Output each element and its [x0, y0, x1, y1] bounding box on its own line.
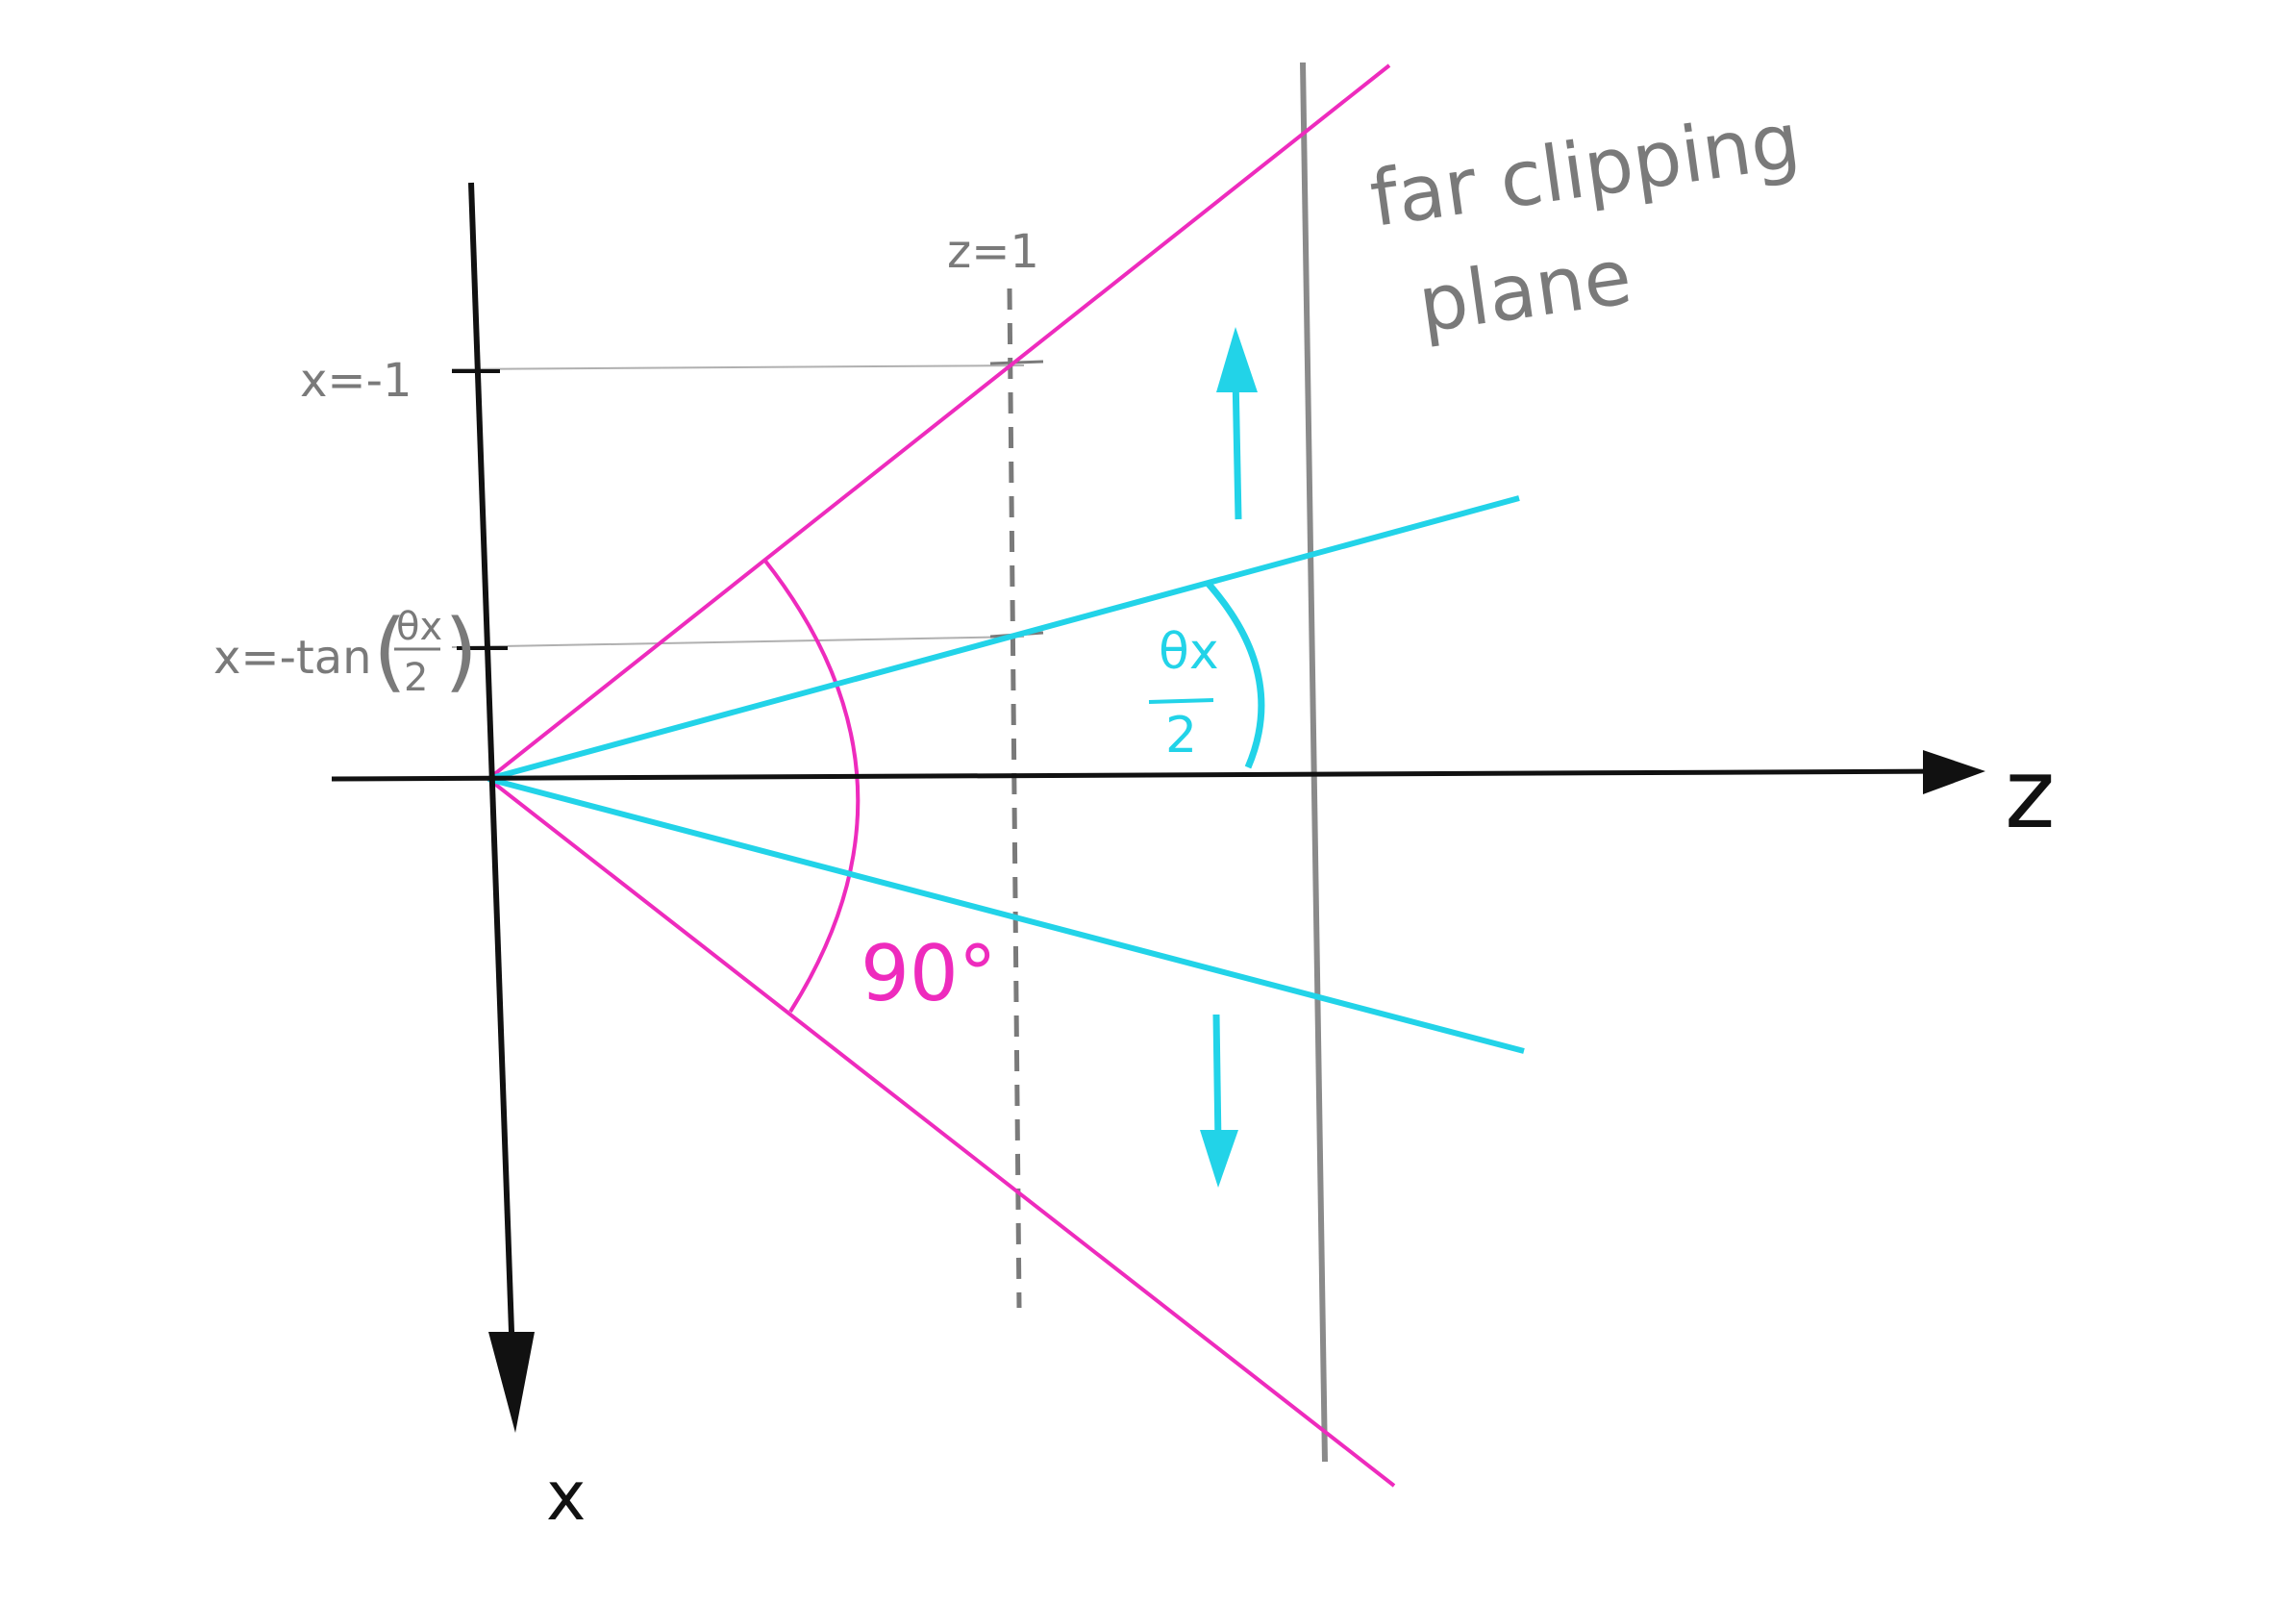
cyan-down-arrow-shaft	[1212, 1014, 1222, 1145]
x-axis-label: x	[546, 1457, 586, 1536]
far-clipping-plane-label-line2: plane	[1413, 232, 1637, 350]
x-tan-prefix: x=-tan	[213, 631, 372, 685]
cyan-up-arrow-head	[1216, 327, 1258, 392]
x-tan-open-paren: (	[373, 601, 407, 702]
z-axis-arrowhead	[1923, 750, 1985, 794]
cyan-fraction-bar	[1148, 698, 1214, 704]
x-axis-line	[468, 182, 517, 1415]
cyan-upper-ray	[487, 495, 1520, 782]
guide-line-x-minus-one	[451, 364, 1025, 370]
x-tan-theta: θx	[396, 605, 442, 649]
cyan-theta-denominator: 2	[1165, 707, 1197, 764]
guide-line-x-tan	[451, 636, 1025, 648]
cyan-angle-arc	[1204, 579, 1265, 769]
far-clipping-plane-label-line1: far clipping	[1365, 95, 1806, 244]
cyan-up-arrow-shaft	[1232, 374, 1242, 520]
cyan-down-arrow-head	[1200, 1130, 1238, 1188]
magenta-lower-ray	[487, 777, 1396, 1488]
cyan-theta-half-label: θx 2	[1148, 623, 1219, 764]
magenta-angle-arc	[762, 558, 861, 1014]
x-minus-one-label: x=-1	[300, 354, 412, 408]
x-tan-denominator: 2	[404, 656, 428, 700]
z-equals-one-dashed-line	[1007, 288, 1022, 1309]
x-axis-arrowhead	[488, 1332, 535, 1433]
x-tan-label: x=-tan ( θx 2 )	[213, 601, 478, 702]
cyan-lower-ray	[487, 776, 1525, 1054]
z-axis-label: z	[2005, 738, 2056, 850]
z-equals-one-label: z=1	[947, 225, 1039, 279]
magenta-upper-ray	[487, 63, 1391, 781]
magenta-angle-label: 90°	[861, 929, 997, 1018]
cyan-theta-numerator: θx	[1159, 623, 1219, 681]
x-tan-close-paren: )	[444, 601, 478, 702]
z-axis-line	[331, 768, 1953, 782]
far-clipping-plane-line	[1300, 62, 1328, 1463]
